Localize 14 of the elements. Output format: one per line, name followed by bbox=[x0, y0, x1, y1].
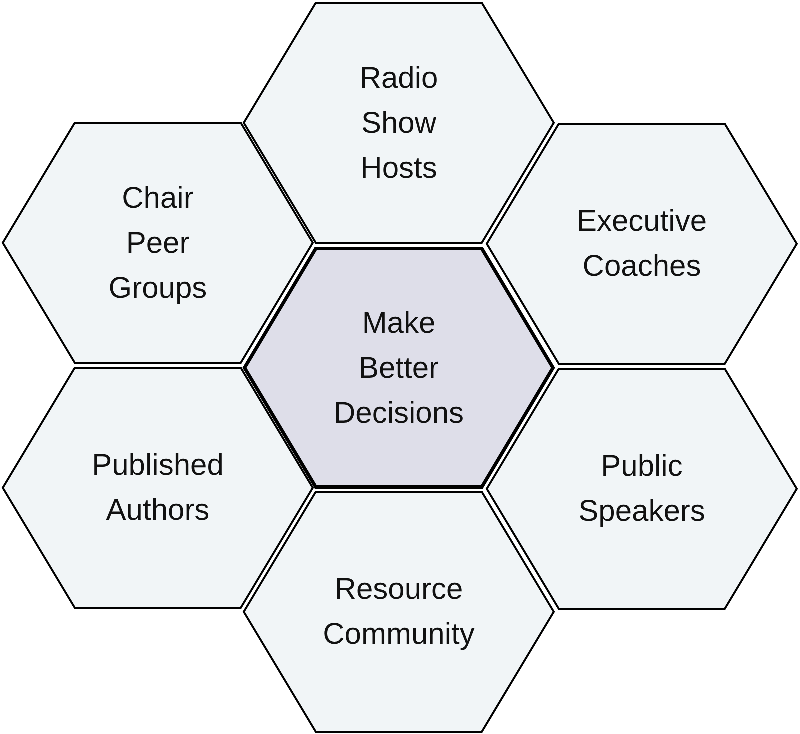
node-label: Resource Community bbox=[322, 572, 476, 653]
hexagon bbox=[486, 368, 798, 610]
hexagon bbox=[243, 247, 555, 489]
hexagon bbox=[2, 367, 314, 609]
node-label: Radio Show Hosts bbox=[358, 60, 440, 186]
node-label: Chair Peer Groups bbox=[108, 180, 208, 306]
node-label: Executive Coaches bbox=[576, 204, 708, 285]
node-label: Make Better Decisions bbox=[332, 306, 466, 432]
hexagon bbox=[2, 122, 314, 364]
node-label: Published Authors bbox=[91, 448, 225, 529]
hexagon bbox=[486, 123, 798, 365]
hexagon bbox=[243, 2, 555, 244]
node-label: Public Speakers bbox=[578, 449, 706, 530]
hexagon bbox=[243, 491, 555, 733]
